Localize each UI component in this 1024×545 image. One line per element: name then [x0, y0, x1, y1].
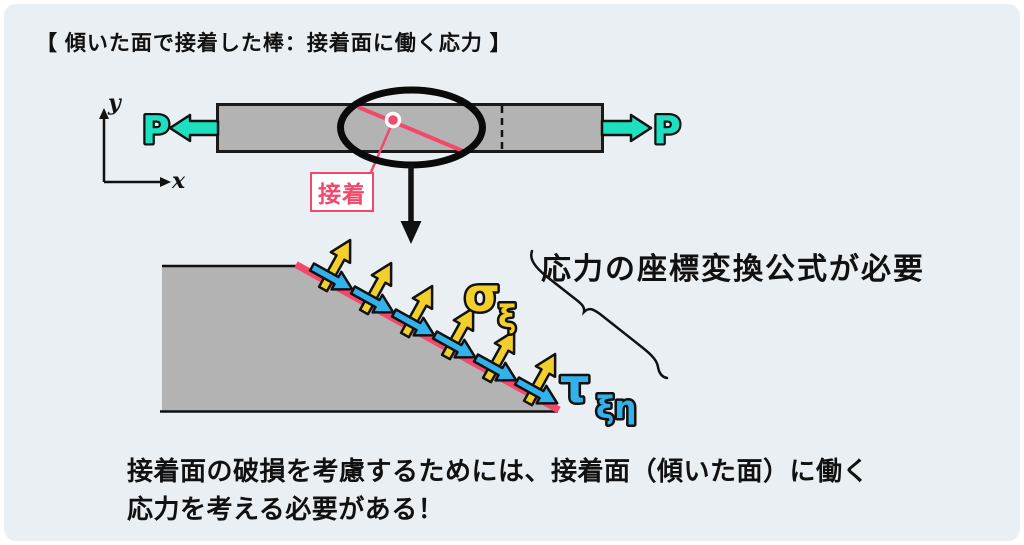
- transform-note: 応力の座標変換公式が必要: [541, 253, 925, 286]
- caption: 接着面の破損を考慮するためには、接着面（傾いた面）に働く 応力を考える必要がある…: [127, 452, 869, 528]
- caption-line-2: 応力を考える必要がある！: [127, 494, 445, 524]
- caption-line-1: 接着面の破損を考慮するためには、接着面（傾いた面）に働く: [127, 456, 870, 486]
- page-title: 【 傾いた面で接着した棒：接着面に働く応力 】: [36, 32, 512, 55]
- detail-pointer-arrow: [400, 164, 422, 244]
- left-load-label: P: [142, 108, 170, 152]
- normal-stress-subscript: ξ: [498, 299, 516, 335]
- right-load-arrow: [600, 113, 653, 143]
- bond-callout-leader-line: [369, 125, 393, 173]
- normal-stress-label: σ: [464, 268, 500, 322]
- bond-joint-line: [357, 105, 464, 153]
- shear-stress-label: τ: [560, 359, 589, 413]
- bond-callout-text: 接着: [318, 181, 366, 207]
- right-load-label: P: [653, 108, 681, 152]
- bond-point-marker: [384, 111, 402, 129]
- bond-callout-label: 接着: [310, 172, 374, 212]
- coordinate-axes: [99, 108, 171, 187]
- left-load-arrow: [168, 113, 220, 143]
- x-axis-label: x: [172, 168, 186, 194]
- brace: [530, 249, 669, 380]
- shear-stress-subscript: ξη: [596, 390, 636, 426]
- y-axis-label: y: [108, 90, 121, 116]
